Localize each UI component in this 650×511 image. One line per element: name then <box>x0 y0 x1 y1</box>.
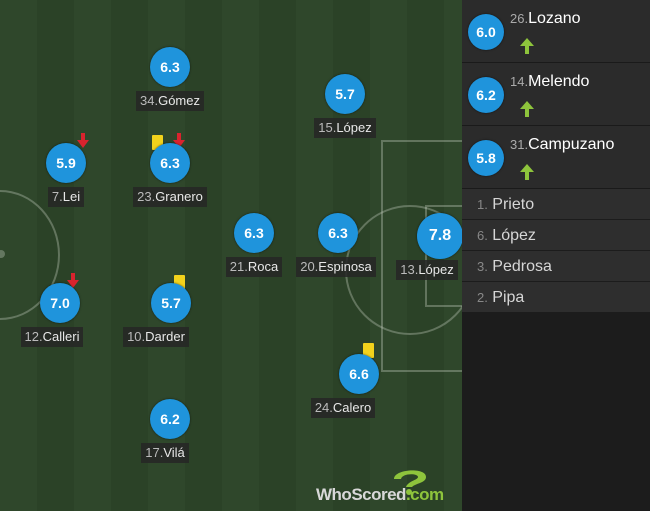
pitch: 6.3 34.Gómez 5.7 15.López 5.9 7.Lei 6.3 … <box>0 0 462 511</box>
player-lei[interactable]: 5.9 7.Lei <box>11 133 121 223</box>
whoscored-logo: WhoScored.com <box>316 465 456 505</box>
player-granero[interactable]: 6.3 23.Granero <box>115 133 225 223</box>
player-name: 21.Roca <box>199 257 309 277</box>
sub-name: 14.Melendo <box>510 73 590 90</box>
substitution-out-icon <box>173 133 185 148</box>
unused-sub-pedrosa[interactable]: 3. Pedrosa <box>462 251 650 282</box>
player-rating: 6.3 <box>234 213 274 253</box>
player-roca[interactable]: 6.3 21.Roca <box>199 213 309 293</box>
penalty-box <box>381 140 462 372</box>
sub-rating: 6.0 <box>468 14 504 50</box>
substitution-out-icon <box>67 273 79 288</box>
player-name: 10.Darder <box>101 327 211 347</box>
player-gomez[interactable]: 6.3 34.Gómez <box>115 47 225 127</box>
player-rating: 5.7 <box>325 74 365 114</box>
player-rating: 7.0 <box>40 283 80 323</box>
yellow-card-icon <box>363 343 374 358</box>
substitute-campuzano[interactable]: 5.8 31.Campuzano <box>462 126 650 189</box>
player-name: 24.Calero <box>288 398 398 418</box>
player-rating: 6.3 <box>318 213 358 253</box>
substitute-melendo[interactable]: 6.2 14.Melendo <box>462 63 650 126</box>
player-rating: 5.9 <box>46 143 86 183</box>
player-name: 34.Gómez <box>115 91 225 111</box>
substitute-lozano[interactable]: 6.0 26.Lozano <box>462 0 650 63</box>
sub-name: 31.Campuzano <box>510 136 615 153</box>
player-name: 23.Granero <box>115 187 225 207</box>
center-spot <box>0 250 5 258</box>
unused-sub-lopez[interactable]: 6. López <box>462 220 650 251</box>
sub-rating: 5.8 <box>468 140 504 176</box>
player-espinosa[interactable]: 6.3 20.Espinosa <box>281 213 391 293</box>
player-name: 17.Vilá <box>110 443 220 463</box>
player-lopez-13[interactable]: 7.8 13.López <box>372 213 462 296</box>
player-rating: 5.7 <box>151 283 191 323</box>
player-name: 12.Calleri <box>0 327 107 347</box>
player-rating: 6.6 <box>339 354 379 394</box>
sub-name: 26.Lozano <box>510 10 581 27</box>
player-name: 7.Lei <box>11 187 121 207</box>
player-rating: 6.3 <box>150 47 190 87</box>
player-rating: 7.8 <box>417 213 462 259</box>
substitution-in-icon <box>520 38 534 54</box>
yellow-card-icon <box>152 135 163 150</box>
logo-text: WhoScored.com <box>316 485 444 504</box>
player-vila[interactable]: 6.2 17.Vilá <box>110 399 220 479</box>
player-name: 15.López <box>290 118 400 138</box>
unused-sub-prieto[interactable]: 1. Prieto <box>462 189 650 220</box>
player-name: 13.López <box>372 260 462 280</box>
yellow-card-icon <box>174 275 185 290</box>
logo-question-icon <box>394 470 426 495</box>
bench-panel: 6.0 26.Lozano 6.2 14.Melendo 5.8 31.Camp… <box>462 0 650 511</box>
player-lopez-15[interactable]: 5.7 15.López <box>290 74 400 154</box>
substitution-out-icon <box>77 133 89 148</box>
unused-sub-pipa[interactable]: 2. Pipa <box>462 282 650 313</box>
player-darder[interactable]: 5.7 10.Darder <box>101 275 211 363</box>
player-name: 20.Espinosa <box>281 257 391 277</box>
goal-area <box>425 205 462 307</box>
substitution-in-icon <box>520 164 534 180</box>
player-rating: 6.2 <box>150 399 190 439</box>
substitution-in-icon <box>520 101 534 117</box>
player-calero[interactable]: 6.6 24.Calero <box>288 343 398 434</box>
sub-rating: 6.2 <box>468 77 504 113</box>
player-rating: 6.3 <box>150 143 190 183</box>
player-calleri[interactable]: 7.0 12.Calleri <box>0 273 107 363</box>
